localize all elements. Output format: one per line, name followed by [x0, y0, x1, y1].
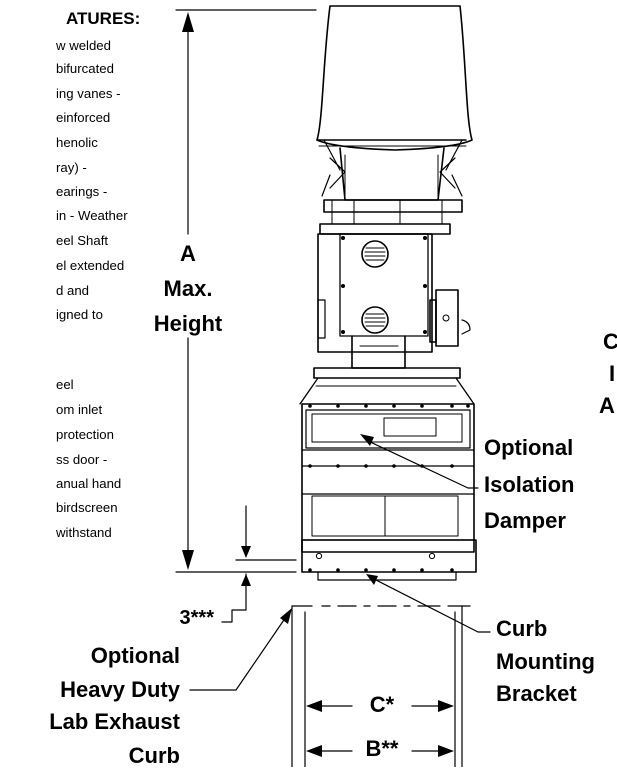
feature-line: eel: [56, 377, 74, 392]
lab-curb-label-2: Heavy Duty: [60, 677, 180, 702]
lab-curb-label-1: Optional: [90, 643, 180, 668]
curb-bracket-label-1: Curb: [496, 616, 548, 641]
feature-line: om inlet: [56, 402, 103, 417]
isolation-damper-label-2: Isolation: [484, 472, 575, 497]
feature-line: protection: [56, 427, 114, 442]
feature-line: igned to: [56, 307, 103, 322]
isolation-damper-label-1: Optional: [484, 435, 574, 460]
damper-box: [301, 403, 477, 581]
leader-lines: [189, 439, 491, 691]
feature-line: bifurcated: [56, 61, 114, 76]
fan-housing: [317, 233, 471, 353]
dimension-c-label: C*: [369, 692, 395, 717]
curb-bracket-label-2: Mounting: [496, 649, 595, 674]
feature-line: henolic: [56, 135, 98, 150]
feature-line: el extended: [56, 258, 125, 273]
dimension-3-label: 3***: [179, 607, 214, 629]
arrowheads: [182, 12, 454, 757]
feature-line: ray) -: [56, 160, 87, 175]
right-fragment-2: I: [609, 361, 616, 386]
feature-line: birdscreen: [56, 500, 118, 515]
dimension-a-max: Max.: [163, 276, 213, 301]
dimension-a-letter: A: [180, 241, 196, 266]
feature-line: eel Shaft: [56, 233, 109, 248]
discharge-nozzle: [316, 5, 473, 201]
lab-curb-label-4: Curb: [128, 743, 180, 768]
features-title: ATURES:: [66, 9, 141, 28]
lab-curb-label-3: Lab Exhaust: [49, 709, 180, 734]
feature-line: earings -: [56, 184, 108, 199]
feature-line: d and: [56, 283, 90, 298]
feature-line: ss door -: [56, 452, 108, 467]
stack-plate: [319, 199, 463, 235]
dimension-a-height: Height: [153, 311, 223, 336]
feature-line: ing vanes -: [56, 86, 121, 101]
feature-line: withstand: [56, 525, 112, 540]
curb-bracket-label-3: Bracket: [496, 681, 577, 706]
isolation-damper-label-3: Damper: [484, 508, 566, 533]
feature-line: anual hand: [56, 476, 122, 491]
right-fragment-3: A: [599, 393, 615, 418]
motor-base: [299, 335, 475, 405]
feature-line: w welded: [56, 38, 111, 53]
feature-line: einforced: [56, 110, 111, 125]
right-fragment-1: C: [603, 329, 617, 354]
feature-line: in - Weather: [56, 208, 128, 223]
dimension-b-label: B**: [365, 736, 399, 761]
